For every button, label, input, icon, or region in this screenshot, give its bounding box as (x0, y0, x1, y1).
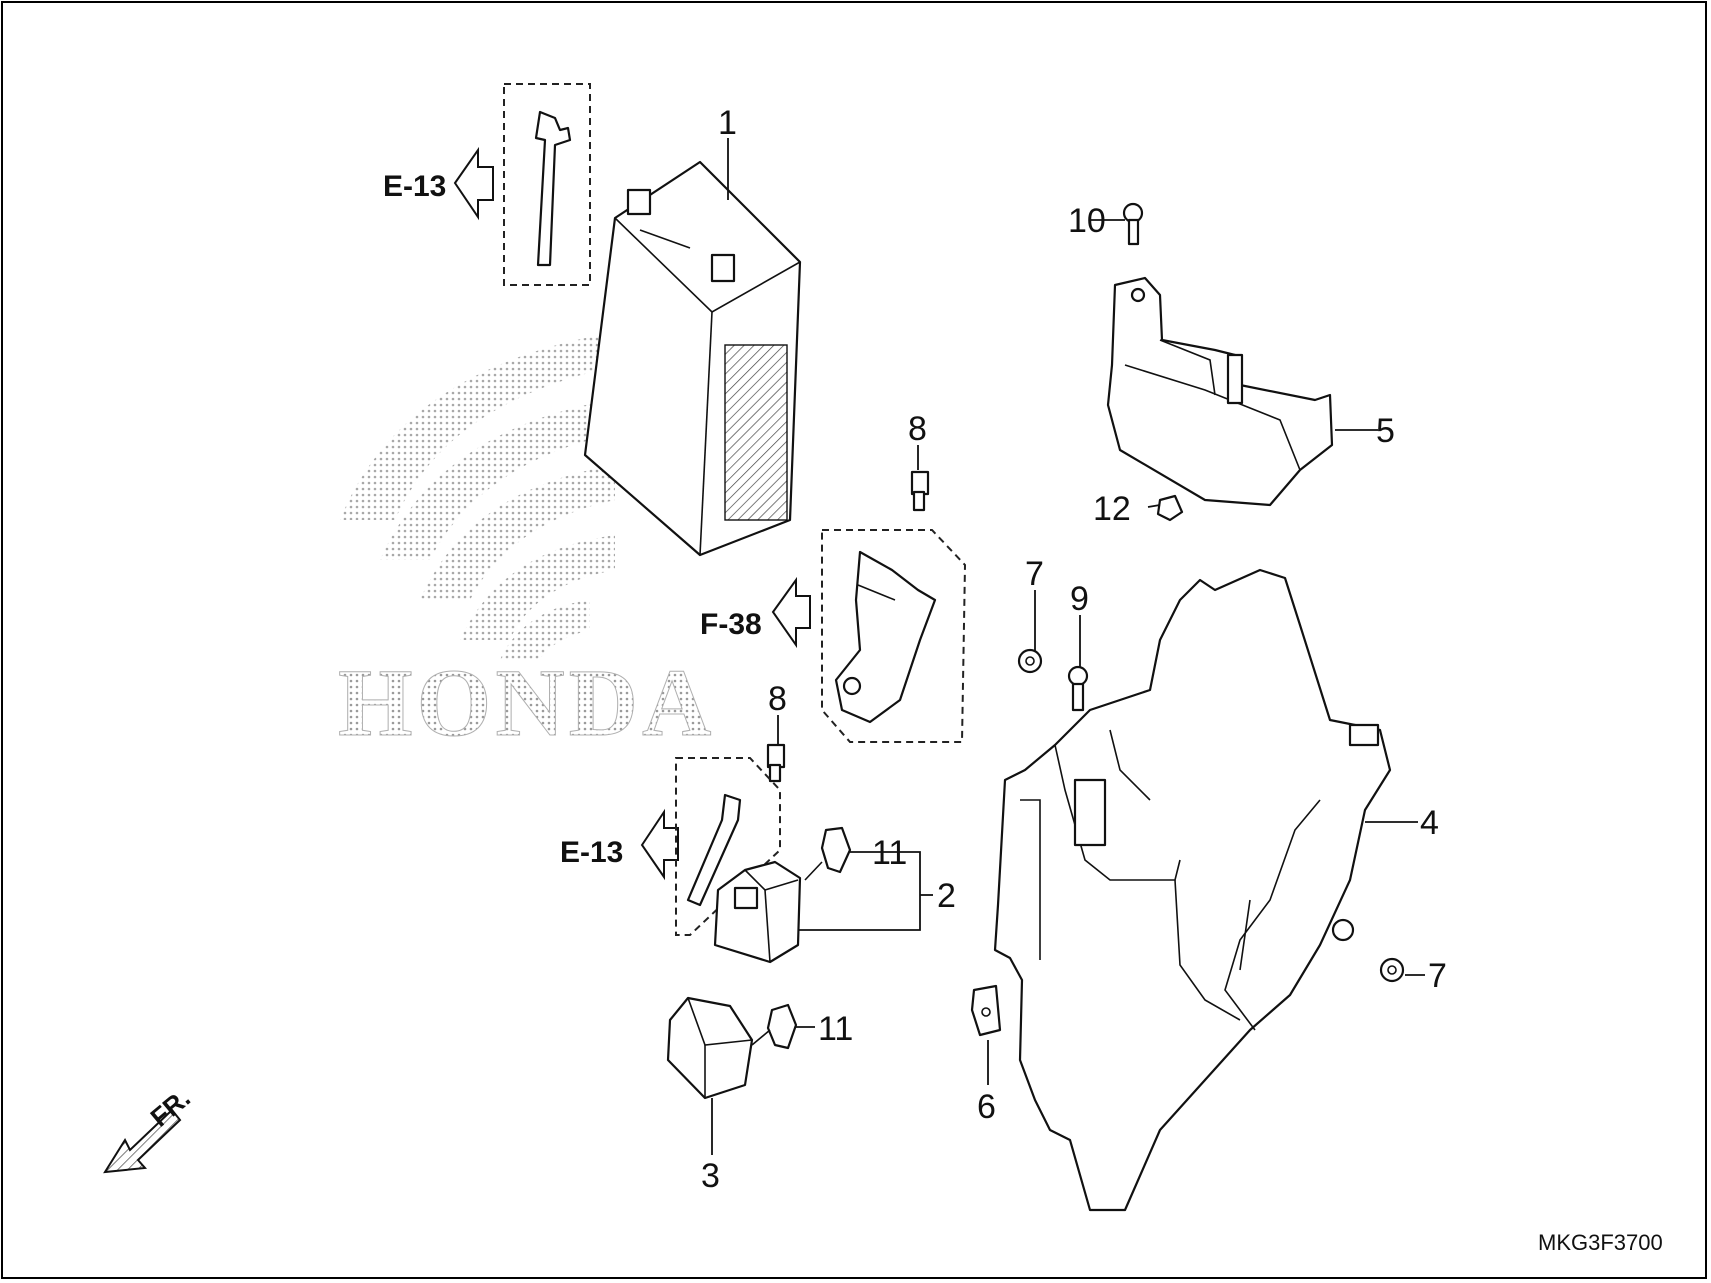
callout-6: 6 (977, 1088, 996, 1126)
ref-e13-top-group: E-13 (383, 146, 494, 221)
bolt-8-lower (766, 743, 786, 783)
callout-8-lower: 8 (768, 680, 787, 718)
negative-cable-box (503, 83, 591, 286)
ref-f38: F-38 (700, 608, 762, 641)
ref-f38-group: F-38 (700, 576, 811, 649)
leader-lines (711, 138, 1425, 1155)
callout-1: 1 (718, 104, 737, 142)
callout-5: 5 (1376, 412, 1395, 450)
callout-11-lower: 11 (818, 1010, 853, 1048)
ref-e13-bottom: E-13 (560, 836, 623, 869)
bolt-8-upper (910, 470, 930, 512)
clip-7-right-part (1379, 957, 1405, 983)
front-label: FR. (145, 1083, 196, 1133)
callout-7-right: 7 (1428, 957, 1447, 995)
callout-12: 12 (1093, 490, 1131, 528)
starter-relay-part (713, 860, 802, 964)
ref-e13-top: E-13 (383, 170, 446, 203)
bracket-5-part (1106, 276, 1334, 507)
starter-cable-box (675, 757, 781, 936)
honda-wing-watermark (340, 335, 615, 660)
figure-code: MKG3F3700 (1538, 1230, 1663, 1255)
callout-9: 9 (1070, 580, 1089, 618)
ref-e13-bottom-group: E-13 (560, 808, 679, 881)
clip-7-upper-part (1017, 648, 1043, 674)
clip-12-part (1156, 494, 1184, 522)
fuse-11-upper (804, 826, 852, 881)
callout-10: 10 (1068, 202, 1106, 240)
bolt-9-part (1067, 665, 1089, 712)
callout-11-upper: 11 (872, 834, 907, 872)
bolt-10-part (1122, 202, 1144, 246)
battery-box-4-part (993, 568, 1392, 1212)
callout-8-upper: 8 (908, 410, 927, 448)
callout-4: 4 (1420, 804, 1439, 842)
honda-wordmark-watermark: HONDA (338, 649, 715, 756)
callout-2: 2 (937, 877, 956, 915)
front-direction-indicator: FR. (103, 1083, 196, 1174)
callout-7-upper: 7 (1025, 555, 1044, 593)
relay-3-part (666, 996, 754, 1100)
fuse-11-lower (751, 1003, 798, 1050)
positive-cable-box (821, 529, 967, 743)
battery-part (583, 160, 802, 557)
nut-6-part (970, 984, 1002, 1037)
callout-3: 3 (701, 1157, 720, 1195)
